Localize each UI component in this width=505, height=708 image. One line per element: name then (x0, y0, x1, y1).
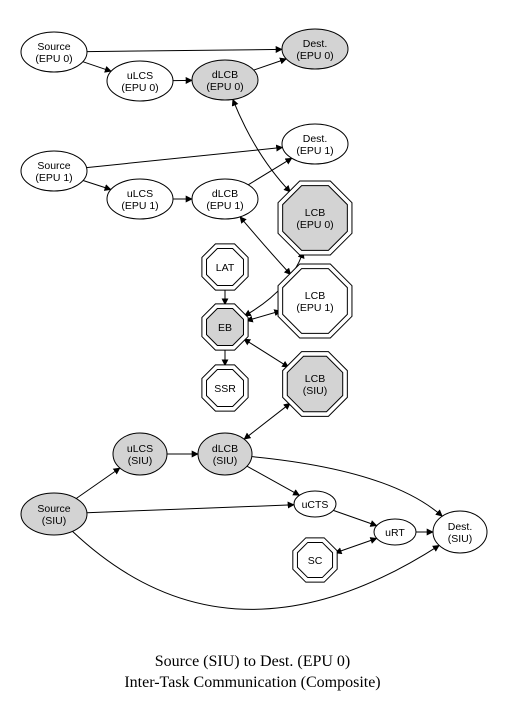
node-label: (EPU 1) (296, 302, 333, 314)
edge-src-siu-to-ulcs-siu (75, 467, 121, 499)
edge-lcb-epu1-to-eb (245, 309, 282, 323)
node-label: uRT (385, 527, 405, 539)
node-label: dLCB (212, 69, 238, 81)
node-label: dLCB (212, 443, 238, 455)
node-label: (EPU 0) (296, 219, 333, 231)
node-label: LCB (305, 207, 325, 219)
node-shape (281, 123, 349, 165)
node-shape (197, 432, 253, 476)
node-dest-epu0: Dest.(EPU 0) (281, 28, 349, 70)
node-shape (112, 432, 168, 476)
edges-layer (72, 45, 443, 610)
edge-src-siu-to-dest-siu (72, 531, 440, 610)
node-lcb-siu: LCB(SIU) (282, 351, 348, 417)
node-label: EB (218, 322, 232, 334)
node-sc: SC (292, 537, 338, 583)
edge-lcb-siu-to-dlcb-siu (243, 402, 291, 440)
node-label: Dest. (303, 38, 328, 50)
node-shape (106, 60, 174, 102)
node-ulcs-epu1: uLCS(EPU 1) (106, 178, 174, 220)
node-label: (EPU 1) (35, 172, 72, 184)
node-shape (20, 150, 88, 192)
node-inner-octagon (286, 355, 344, 413)
node-dlcb-epu0: dLCB(EPU 0) (191, 59, 259, 101)
node-dlcb-siu: dLCB(SIU) (197, 432, 253, 476)
node-inner-octagon (282, 185, 348, 251)
node-label: LCB (305, 290, 325, 302)
node-label: (EPU 1) (121, 200, 158, 212)
node-label: (EPU 0) (121, 82, 158, 94)
node-ucts: uCTS (293, 490, 337, 518)
node-label: (EPU 1) (206, 200, 243, 212)
edge-src-siu-to-ucts (86, 501, 295, 514)
node-label: (EPU 0) (35, 53, 72, 65)
node-dlcb-epu1: dLCB(EPU 1) (191, 178, 259, 220)
edge-dlcb-siu-to-ucts (246, 465, 301, 496)
edge-dlcb-epu0-to-dest-epu0 (253, 57, 287, 71)
node-shape (106, 178, 174, 220)
caption-title: Source (SIU) to Dest. (EPU 0) (154, 653, 351, 670)
edge-dlcb-siu-to-dest-siu (251, 456, 443, 517)
node-dest-siu: Dest.(SIU) (432, 510, 488, 554)
node-label: Source (37, 503, 70, 515)
node-label: uLCS (127, 70, 153, 82)
node-src-epu1: Source(EPU 1) (20, 150, 88, 192)
node-label: LAT (216, 262, 235, 274)
edge-src-epu0-to-dest-epu0 (86, 45, 283, 53)
edge-ucts-to-urt (333, 509, 378, 527)
node-shape (373, 518, 417, 546)
node-label: uCTS (302, 499, 329, 511)
node-label: (EPU 1) (296, 145, 333, 157)
node-label: (SIU) (303, 385, 328, 397)
node-label: SC (308, 555, 323, 567)
edge-eb-to-lcb-siu (243, 338, 290, 368)
node-eb: EB (201, 303, 249, 351)
node-label: (EPU 0) (296, 50, 333, 62)
node-urt: uRT (373, 518, 417, 546)
edge-src-epu1-to-dest-epu1 (86, 144, 284, 169)
node-inner-octagon (206, 369, 244, 407)
edge-dlcb-epu1-to-dest-epu1 (247, 157, 293, 186)
node-label: (EPU 0) (206, 81, 243, 93)
edge-sc-to-urt (334, 537, 378, 555)
node-label: LCB (305, 373, 325, 385)
caption-subtitle: Inter-Task Communication (Composite) (124, 674, 381, 691)
node-shape (191, 178, 259, 220)
node-label: (SIU) (213, 455, 238, 467)
node-shape (20, 31, 88, 73)
node-label: Source (37, 160, 70, 172)
node-inner-octagon (206, 308, 244, 346)
edge-src-epu1-to-ulcs-epu1 (82, 180, 112, 191)
node-label: (SIU) (128, 455, 153, 467)
node-label: dLCB (212, 188, 238, 200)
node-lcb-epu1: LCB(EPU 1) (277, 263, 353, 339)
node-label: SSR (214, 383, 236, 395)
edge-src-epu0-to-ulcs-epu0 (82, 61, 112, 73)
node-shape (191, 59, 259, 101)
node-dest-epu1: Dest.(EPU 1) (281, 123, 349, 165)
node-shape (20, 492, 88, 536)
node-label: Source (37, 41, 70, 53)
node-src-siu: Source(SIU) (20, 492, 88, 536)
node-ssr: SSR (201, 364, 249, 412)
node-shape (281, 28, 349, 70)
node-label: uLCS (127, 443, 153, 455)
node-lat: LAT (201, 243, 249, 291)
node-shape (293, 490, 337, 518)
node-label: (SIU) (448, 533, 473, 545)
node-label: uLCS (127, 188, 153, 200)
nodes-layer: Source(EPU 0)Dest.(EPU 0)uLCS(EPU 0)dLCB… (20, 28, 488, 583)
node-shape (432, 510, 488, 554)
node-inner-octagon (296, 541, 334, 579)
node-src-epu0: Source(EPU 0) (20, 31, 88, 73)
node-lcb-epu0: LCB(EPU 0) (277, 180, 353, 256)
node-label: Dest. (448, 521, 473, 533)
node-ulcs-siu: uLCS(SIU) (112, 432, 168, 476)
node-label: (SIU) (42, 515, 67, 527)
node-ulcs-epu0: uLCS(EPU 0) (106, 60, 174, 102)
node-inner-octagon (282, 268, 348, 334)
node-inner-octagon (206, 248, 244, 286)
node-label: Dest. (303, 133, 328, 145)
